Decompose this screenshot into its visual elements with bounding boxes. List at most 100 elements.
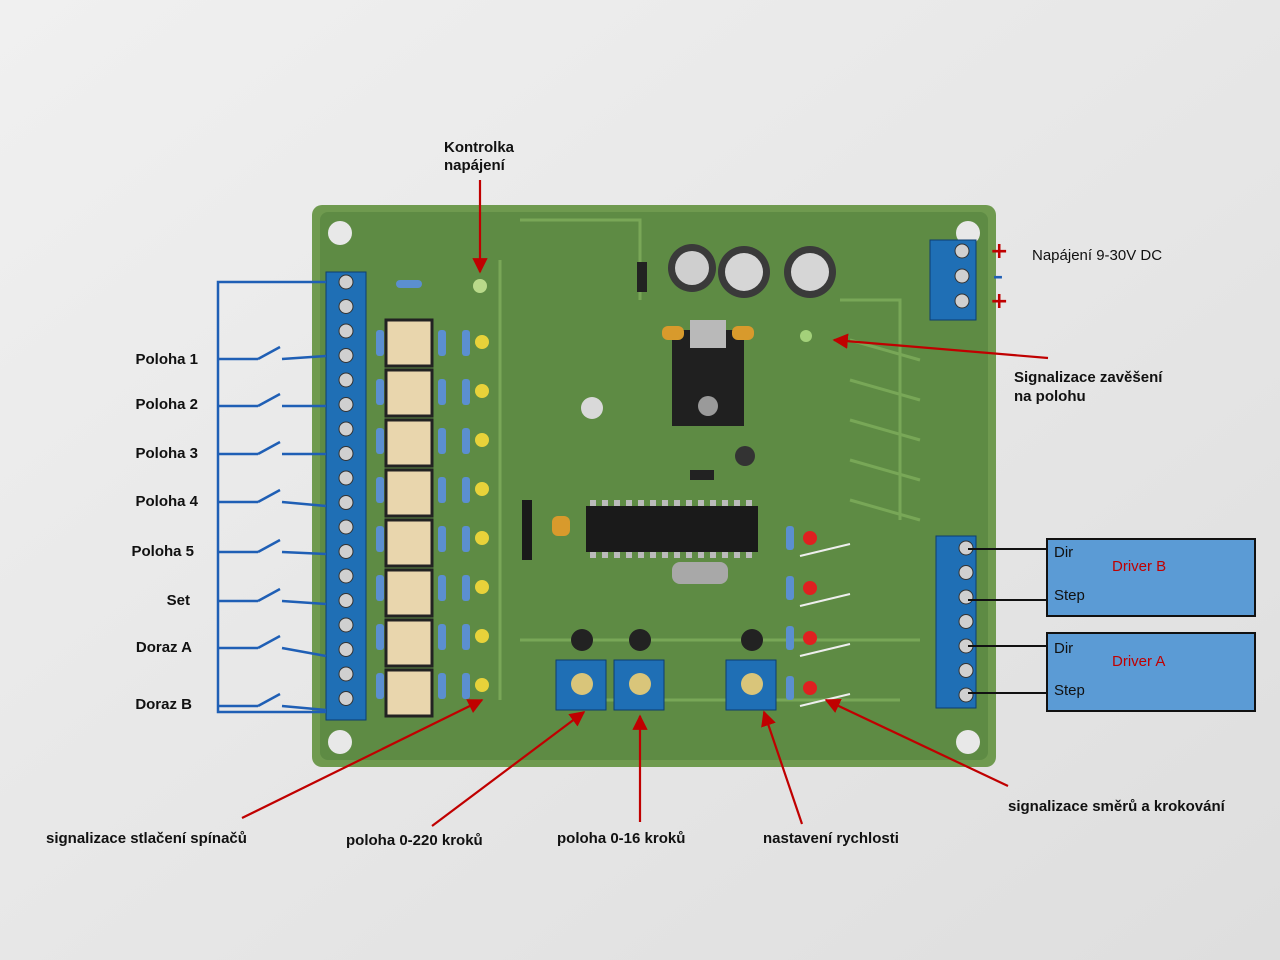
terminal-screw: [338, 397, 354, 412]
ic-pin: [698, 552, 704, 558]
trimmer-knob: [571, 673, 593, 695]
resistor: [376, 428, 384, 454]
ic-pin: [590, 500, 596, 506]
led-lead: [799, 543, 851, 557]
switch-contact: [257, 538, 281, 554]
ic-pin: [614, 552, 620, 558]
resistor: [462, 330, 470, 356]
driver-a-dir: Dir: [1054, 640, 1074, 657]
resistor: [438, 526, 446, 552]
ic-pin: [638, 500, 644, 506]
driver-b-box: Dir Driver B Step: [1046, 538, 1256, 617]
ic-pin: [590, 552, 596, 558]
trimmer-knob: [629, 673, 651, 695]
optocoupler: [384, 468, 434, 518]
terminal-screw: [338, 470, 354, 486]
switch-contact: [257, 692, 281, 708]
resistor: [462, 526, 470, 552]
voltage-regulator: [662, 320, 754, 426]
red-led: [803, 531, 817, 545]
driver-b-dir: Dir: [1054, 544, 1074, 561]
switch-contact: [257, 392, 281, 408]
ic-pin: [710, 552, 716, 558]
switch-wire: [281, 646, 327, 658]
microcontroller: [586, 500, 758, 558]
resistor: [786, 526, 794, 550]
label-poloha-5: Poloha 5: [131, 543, 194, 560]
resistor: [438, 379, 446, 405]
plus-sign-top: +: [990, 239, 1009, 264]
label-poloha-2: Poloha 2: [135, 396, 198, 413]
terminal-screw: [338, 446, 354, 461]
label-doraz-b: Doraz B: [135, 696, 192, 713]
optocoupler: [384, 668, 434, 718]
resistor: [376, 330, 384, 356]
ic-pin: [626, 552, 632, 558]
optocoupler: [384, 618, 434, 668]
yellow-led: [475, 482, 489, 496]
ic-pin: [686, 552, 692, 558]
ic-pin: [722, 500, 728, 506]
yellow-led: [475, 335, 489, 349]
resistor: [376, 379, 384, 405]
switch-wire: [281, 354, 327, 361]
label-poloha-3: Poloha 3: [135, 445, 198, 462]
label-suspension-line1: Signalizace zavěšení: [1014, 369, 1163, 386]
resistor: [462, 575, 470, 601]
electrolytic-capacitors: [668, 244, 836, 298]
led-lead: [799, 643, 851, 657]
switch-contact: [257, 345, 281, 361]
ic-pin: [662, 500, 668, 506]
yellow-led: [475, 580, 489, 594]
switch-wiring: [216, 280, 327, 714]
right-terminal-block: [935, 535, 977, 709]
ic-pin: [638, 552, 644, 558]
label-doraz-a: Doraz A: [135, 639, 192, 656]
switch-contact: [257, 440, 281, 456]
capacitor: [629, 629, 651, 651]
terminal-screw: [338, 421, 354, 437]
crystal: [672, 562, 728, 584]
terminal-screw: [338, 274, 354, 290]
terminal-screw: [958, 687, 974, 703]
annotation-arrows: [241, 180, 1049, 827]
switch-contact: [257, 488, 281, 504]
suspension-led: [800, 330, 812, 342]
label-speed-setting: nastavení rychlosti: [763, 830, 899, 847]
driver-a-step: Step: [1054, 682, 1085, 699]
resistor: [438, 575, 446, 601]
resistor: [786, 626, 794, 650]
ic-pin: [674, 500, 680, 506]
capacitor: [552, 516, 570, 536]
terminal-screw: [338, 593, 354, 608]
label-poloha-4: Poloha 4: [135, 493, 198, 510]
minus-sign: –: [993, 264, 1003, 288]
ic-pin: [662, 552, 668, 558]
capacitor: [571, 629, 593, 651]
switch-contact: [257, 634, 281, 650]
small-capacitor: [735, 446, 755, 466]
ic-pin: [674, 552, 680, 558]
label-direction-signal: signalizace směrů a krokování: [1008, 798, 1225, 815]
resistor: [462, 624, 470, 650]
resistor: [462, 477, 470, 503]
plus-sign-bottom: +: [990, 289, 1009, 314]
ic-pin: [734, 500, 740, 506]
led-lead: [799, 593, 851, 607]
resistor: [376, 477, 384, 503]
ic-pin: [686, 500, 692, 506]
resistor: [786, 576, 794, 600]
resistor: [376, 575, 384, 601]
resistor: [438, 428, 446, 454]
ic-pin: [626, 500, 632, 506]
optocoupler: [384, 318, 434, 368]
resistor: [462, 379, 470, 405]
terminal-screw: [338, 348, 354, 363]
switch-wire: [281, 704, 327, 712]
label-set: Set: [166, 592, 190, 609]
red-led: [803, 681, 817, 695]
switch-wire: [281, 550, 327, 556]
terminal-screw: [338, 666, 354, 682]
terminal-screw: [338, 691, 354, 706]
terminal-screw: [338, 323, 354, 339]
